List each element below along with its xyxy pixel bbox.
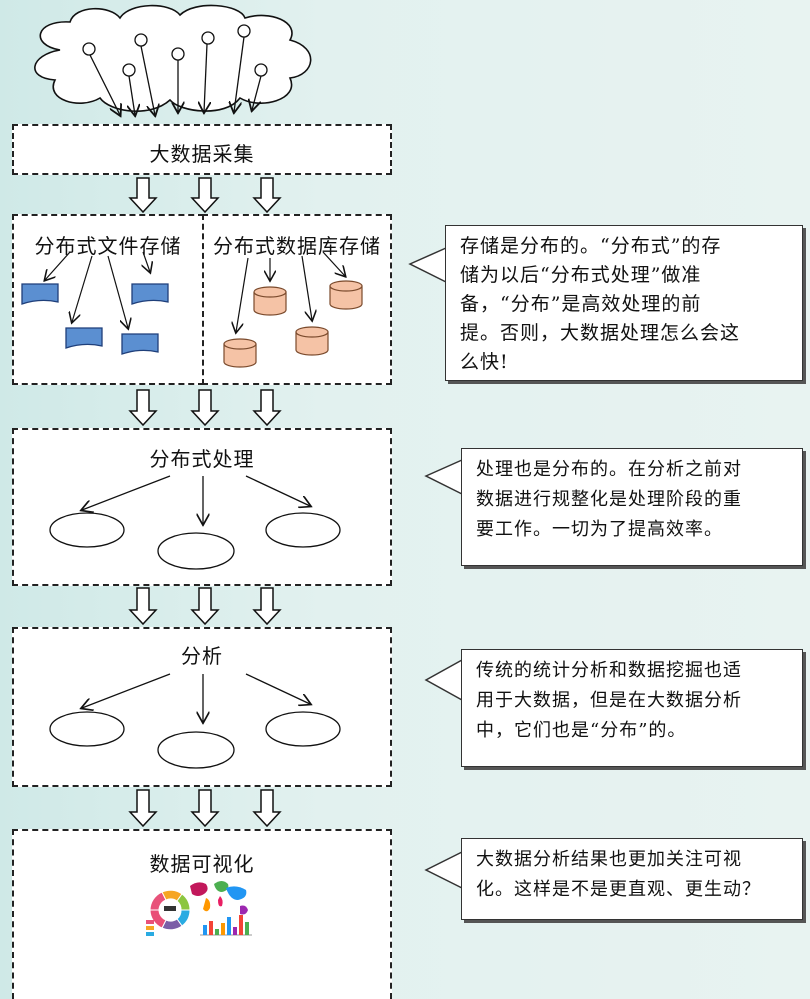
processing-callout: 处理也是分布的。在分析之前对 数据进行规整化是处理阶段的重 要工作。一切为了提高… — [461, 448, 803, 566]
visualization-label: 数据可视化 — [149, 852, 255, 876]
file-block-icon — [131, 283, 169, 305]
db-storage-label: 分布式数据库存储 — [213, 234, 381, 258]
callout-line: 大数据分析结果也更加关注可视 — [476, 849, 742, 870]
analysis-node — [157, 731, 235, 769]
callout-line: 么快! — [460, 351, 509, 373]
callout-line: 要工作。一切为了提高效率。 — [476, 519, 723, 540]
callout-line: 提。否则，大数据处理怎么会这 — [460, 322, 741, 344]
collect-label: 大数据采集 — [149, 142, 255, 166]
data-cloud-icon — [34, 4, 312, 115]
file-block-icon — [121, 333, 159, 355]
collect-box: 大数据采集 — [12, 124, 392, 175]
flow-arrows — [128, 177, 282, 828]
callout-line: 数据进行规整化是处理阶段的重 — [476, 489, 742, 510]
db-cylinder-icon — [295, 326, 329, 356]
processing-label: 分布式处理 — [149, 447, 255, 471]
db-cylinder-icon — [223, 338, 257, 368]
callout-line: 化。这样是不是更直观、更生动？ — [476, 879, 761, 900]
callout-line: 中，它们也是“分布”的。 — [476, 720, 687, 741]
callout-line: 用于大数据，但是在大数据分析 — [476, 690, 742, 711]
callout-line: 储为以后“分布式处理”做准 — [460, 264, 702, 286]
visualization-box: 数据可视化 — [12, 829, 392, 999]
file-block-icons — [21, 283, 169, 355]
storage-callout: 存储是分布的。“分布式”的存 储为以后“分布式处理”做准 备，“分布”是高效处理… — [445, 225, 803, 381]
db-cylinder-icons — [223, 280, 363, 368]
callout-line: 备，“分布”是高效处理的前 — [460, 293, 702, 315]
file-block-icon — [65, 327, 103, 349]
analysis-callout: 传统的统计分析和数据挖掘也适 用于大数据，但是在大数据分析 中，它们也是“分布”… — [461, 649, 803, 767]
analysis-box: 分析 — [12, 627, 392, 787]
process-node — [157, 532, 235, 570]
analysis-node — [265, 711, 341, 747]
db-cylinder-icon — [253, 286, 287, 316]
callout-line: 存储是分布的。“分布式”的存 — [460, 235, 722, 257]
process-node — [265, 512, 341, 548]
analysis-label: 分析 — [181, 644, 223, 668]
db-cylinder-icon — [329, 280, 363, 310]
file-storage-label: 分布式文件存储 — [34, 234, 182, 258]
process-node — [49, 512, 125, 548]
file-block-icon — [21, 283, 59, 305]
callout-line: 传统的统计分析和数据挖掘也适 — [476, 660, 742, 681]
callout-line: 处理也是分布的。在分析之前对 — [476, 459, 742, 480]
analysis-node — [49, 711, 125, 747]
visualization-callout: 大数据分析结果也更加关注可视 化。这样是不是更直观、更生动？ — [461, 838, 803, 920]
visualization-thumbnail-icon — [146, 881, 252, 936]
